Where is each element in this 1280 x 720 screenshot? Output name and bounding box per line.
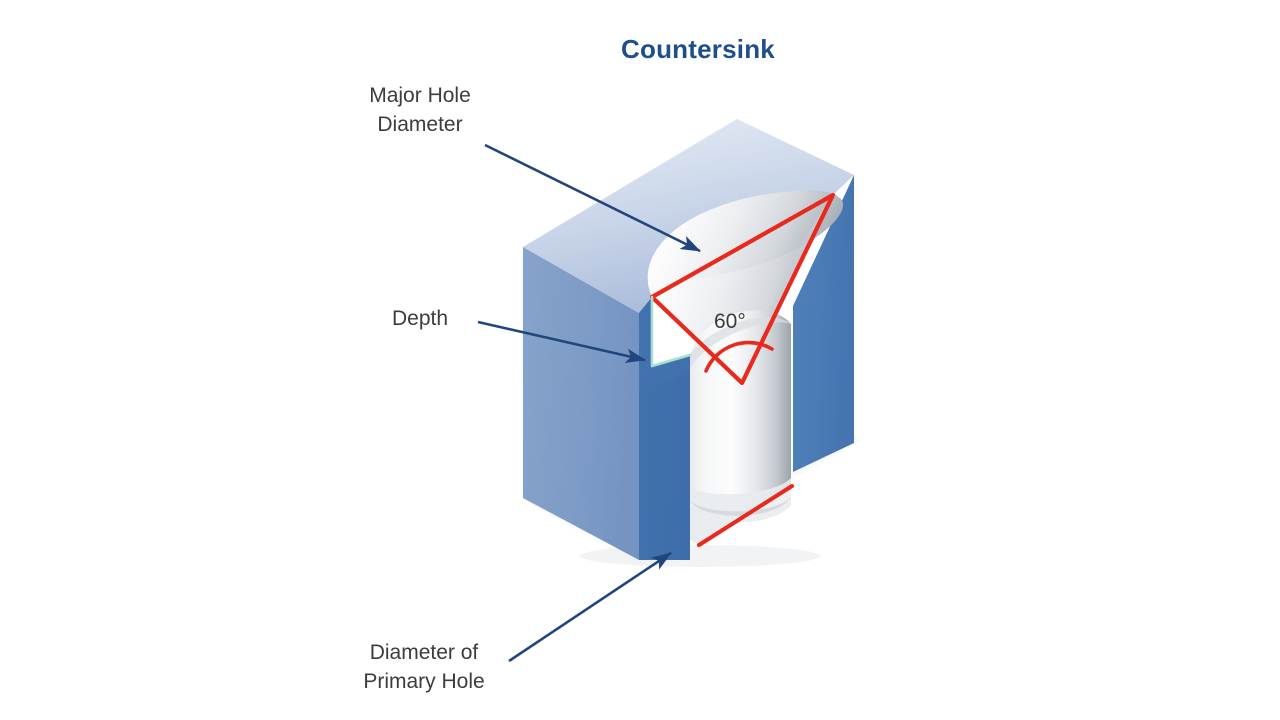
label-major-hole-diameter: Major Hole Diameter: [369, 84, 471, 136]
cone-bore-junction: [690, 317, 791, 368]
block-right-face: [793, 175, 854, 472]
page-title: Countersink: [621, 34, 775, 64]
major-hole-diameter-leader: [484, 143, 701, 253]
depth-leader: [477, 320, 647, 363]
primary-bore-bottom-cap: [690, 497, 791, 516]
red-annotations: [649, 192, 836, 547]
block-left-face: [523, 247, 639, 560]
primary-hole-leader: [508, 551, 672, 663]
label-countersink-angle: 60°: [714, 310, 746, 333]
primary-hole-diameter-line: [697, 484, 794, 547]
leader-arrows: [477, 143, 701, 663]
countersink-angle-triangle: [649, 192, 836, 386]
block-body: [523, 119, 854, 560]
primary-bore-cylinder: [690, 310, 791, 520]
angle-arc: [704, 340, 774, 373]
label-primary-hole-diameter: Diameter of Primary Hole: [363, 641, 485, 693]
depth-indicator: [650, 295, 692, 368]
label-depth: Depth: [391, 307, 449, 330]
